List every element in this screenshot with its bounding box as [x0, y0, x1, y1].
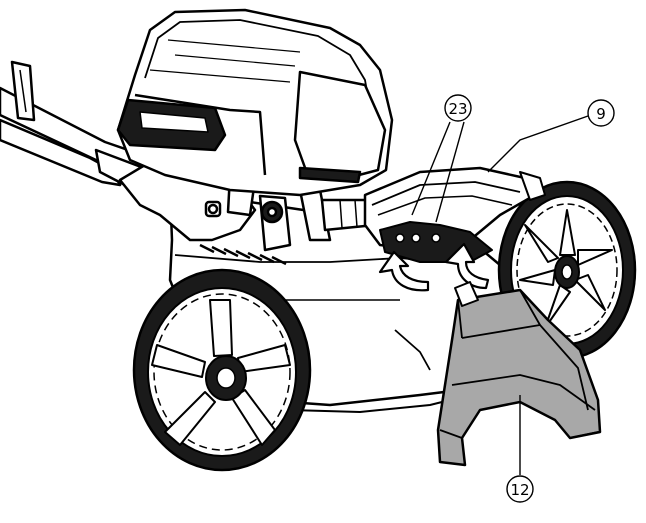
leader-9 — [487, 115, 589, 173]
callout-23: 23 — [444, 94, 472, 122]
callout-23-label: 23 — [448, 100, 467, 118]
leader-lines — [411, 115, 589, 475]
callout-9-label: 9 — [596, 105, 606, 123]
rear-flap — [436, 281, 602, 467]
callout-12-label: 12 — [510, 481, 529, 499]
battery-housing — [116, 8, 394, 197]
left-front-wheel — [132, 268, 312, 472]
callout-12: 12 — [506, 475, 534, 503]
callout-9: 9 — [587, 99, 615, 127]
leader-23b — [435, 121, 465, 223]
leader-23a — [411, 121, 451, 216]
rotation-arrows — [378, 242, 490, 292]
mower-frame — [118, 160, 292, 252]
